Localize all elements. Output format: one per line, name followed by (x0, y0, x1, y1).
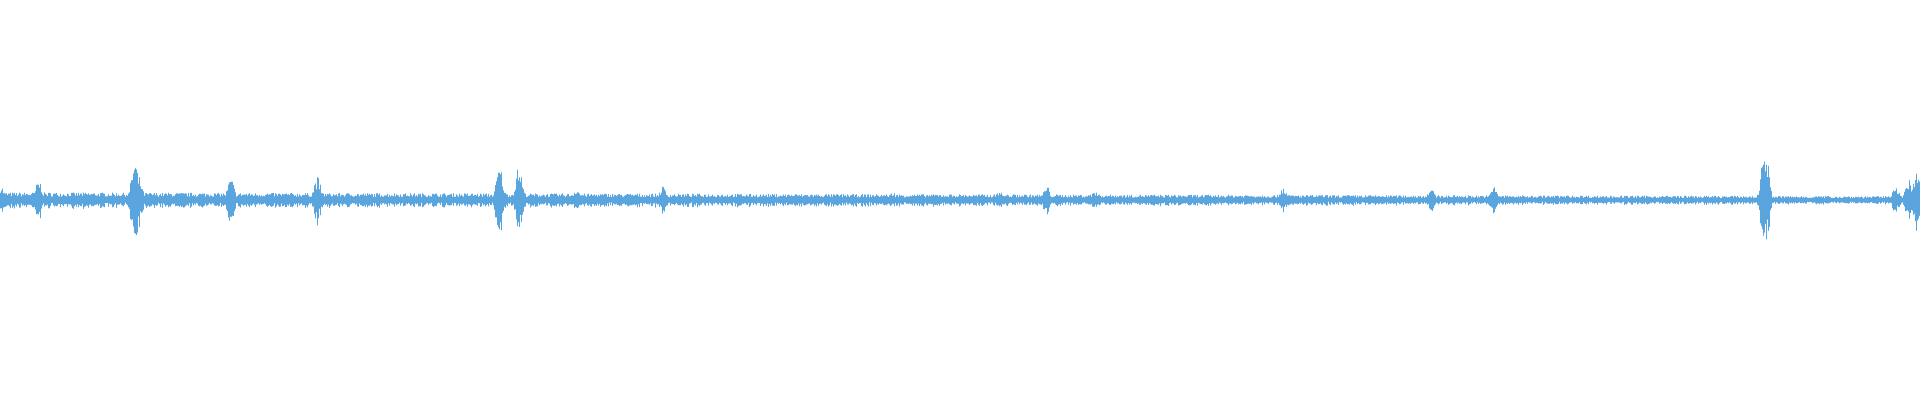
waveform-bars (0, 161, 1920, 240)
